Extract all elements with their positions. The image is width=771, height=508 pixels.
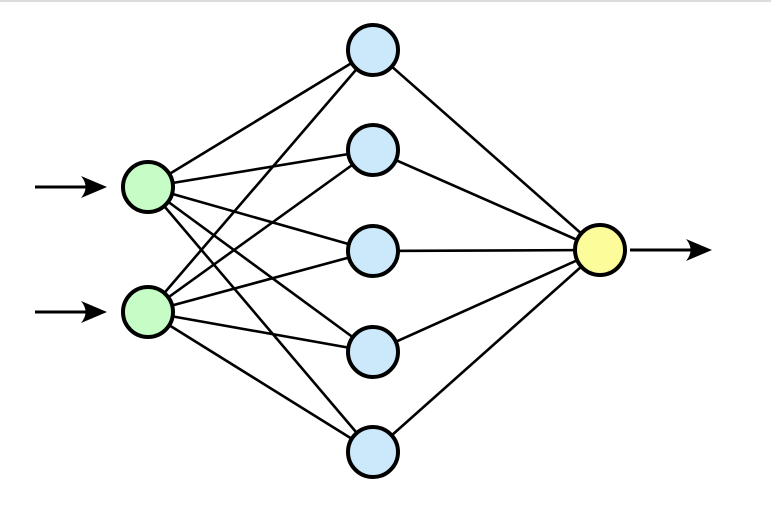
output-arrowhead-icon bbox=[686, 239, 712, 261]
edge-i2-h1 bbox=[147, 49, 374, 313]
input-node-1 bbox=[121, 160, 175, 214]
hidden-node-4 bbox=[346, 325, 400, 379]
edge-i1-h2 bbox=[147, 148, 374, 189]
hidden-node-5 bbox=[346, 425, 400, 479]
edge-i2-h3 bbox=[147, 249, 374, 314]
edge-i1-h4 bbox=[147, 185, 374, 354]
edge-i2-h4 bbox=[147, 310, 374, 354]
hidden-node-2 bbox=[346, 123, 400, 177]
input-arrow-1head-icon bbox=[81, 176, 107, 198]
edge-h3-o1 bbox=[372, 248, 601, 253]
edge-h4-o1 bbox=[372, 248, 601, 354]
edge-h2-o1 bbox=[372, 148, 601, 252]
hidden-node-1 bbox=[346, 23, 400, 77]
input-arrow-1 bbox=[35, 176, 107, 198]
output-arrow bbox=[630, 239, 712, 261]
edge-i1-h3 bbox=[147, 185, 374, 253]
input-arrow-2 bbox=[35, 301, 107, 323]
input-arrow-2head-icon bbox=[81, 301, 107, 323]
input-node-2 bbox=[121, 285, 175, 339]
output-node-1 bbox=[573, 223, 627, 277]
edge-i2-h2 bbox=[147, 148, 374, 314]
edge-h5-o1 bbox=[372, 249, 601, 453]
hidden-node-3 bbox=[346, 224, 400, 278]
edge-h1-o1 bbox=[372, 49, 601, 251]
edge-i1-h1 bbox=[147, 48, 374, 189]
edge-i2-h5 bbox=[147, 310, 374, 454]
edge-i1-h5 bbox=[147, 186, 374, 453]
